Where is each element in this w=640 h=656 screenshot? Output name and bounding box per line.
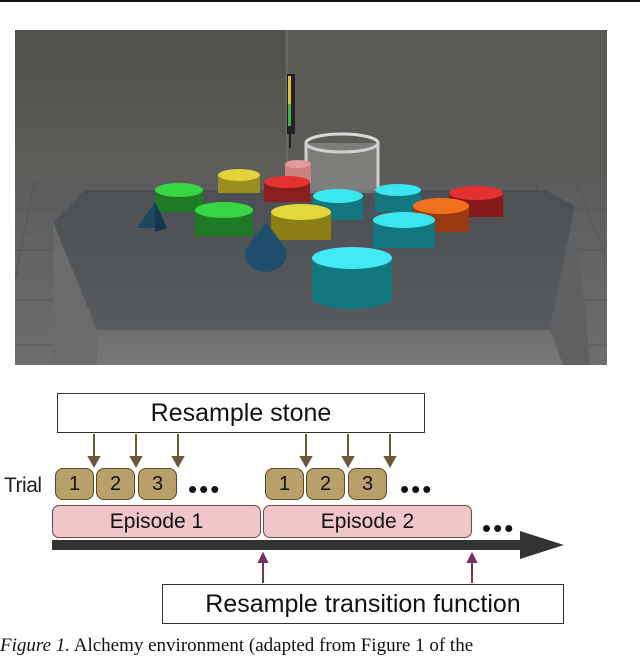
resample-stone-label: Resample stone [150,398,332,427]
caption-lead: Figure 1. [0,635,71,656]
trial-box: 3 [348,468,387,500]
caption-text: Alchemy environment (adapted from Figure… [70,635,474,656]
top-rule [0,0,640,2]
trial-box: 1 [265,468,304,500]
table-front [97,330,563,365]
figure-caption: Figure 1. Alchemy environment (adapted f… [0,636,640,655]
transition-arrows [257,552,478,583]
episode-1: Episode 1 [52,505,261,538]
potions [155,160,503,309]
episode-2: Episode 2 [263,505,472,538]
trial-label: Trial [4,474,42,497]
trial-box: 2 [96,468,135,500]
resample-stone-box: Resample stone [57,393,425,433]
trial-ellipsis: ••• [188,474,222,504]
episode-ellipsis: ••• [482,513,516,543]
trial-box: 2 [306,468,345,500]
table-left [53,222,97,365]
right-wall [285,30,607,190]
trial-box: 3 [138,468,177,500]
resample-transition-box: Resample transition function [162,584,564,624]
stone-arrows [87,434,397,469]
alchemy-scene [15,30,607,365]
timeline-arrow [52,531,564,559]
trial-ellipsis: ••• [400,474,434,504]
stone-round [244,222,287,272]
resample-transition-label: Resample transition function [205,589,521,618]
trial-box: 1 [55,468,94,500]
